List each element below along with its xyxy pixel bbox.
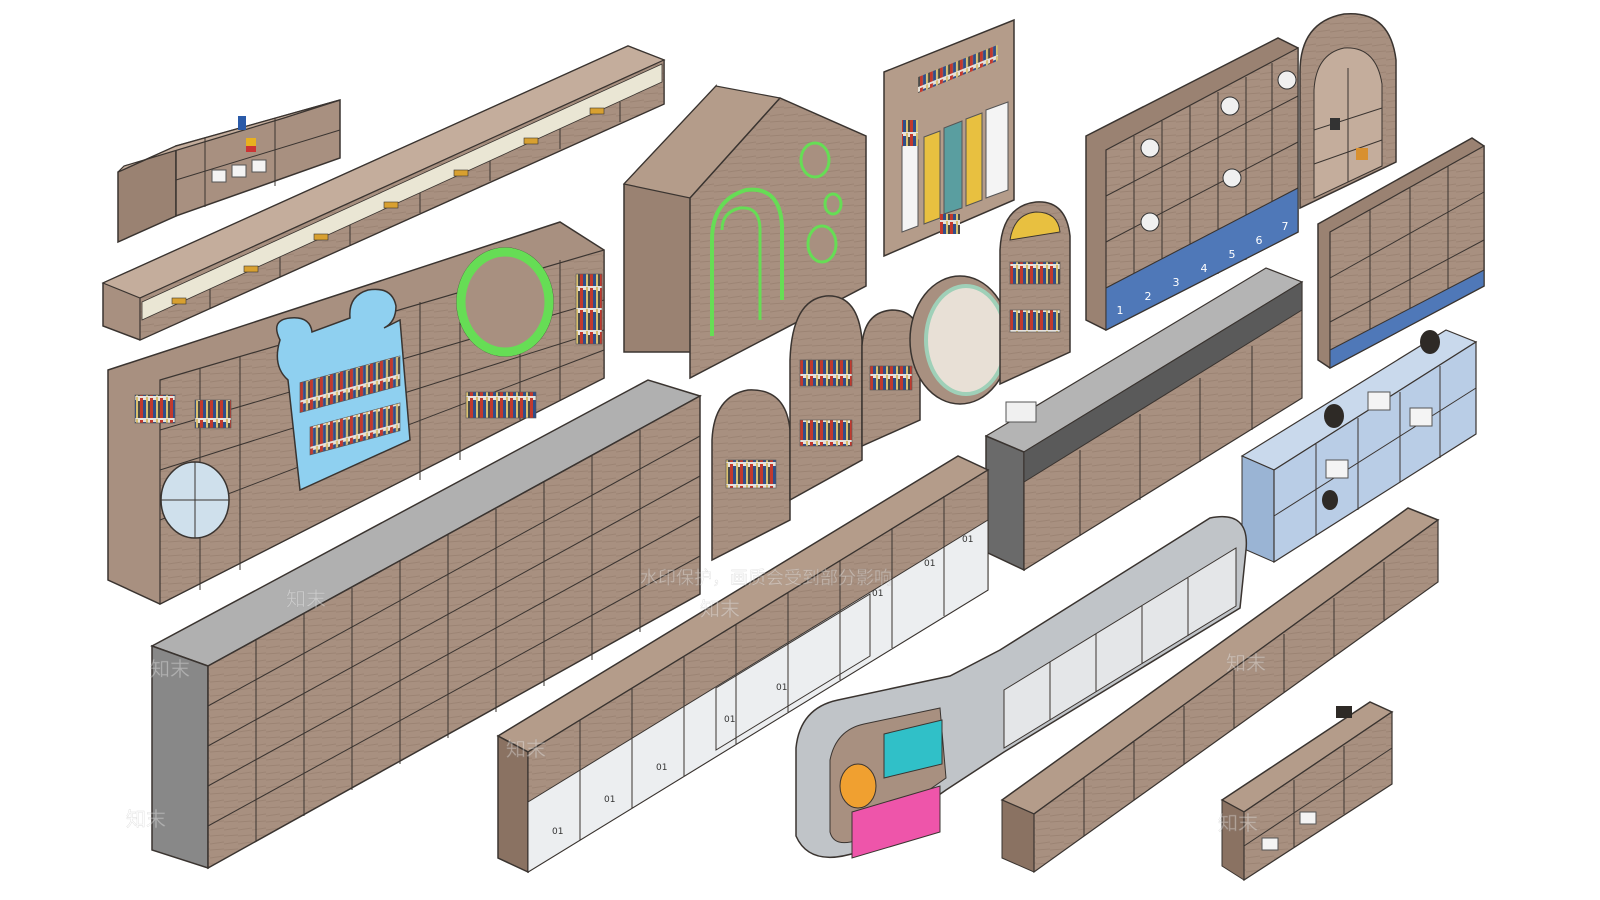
watermark-notice: 水印保护，画质会受到部分影响	[640, 568, 892, 589]
locker-code-4: 01	[724, 715, 735, 725]
locker-code-2: 01	[604, 795, 615, 805]
rounded-bench-shelf	[795, 516, 1248, 859]
long-drawer-cabinet	[101, 45, 666, 341]
cube-shelf-blue-base	[1317, 137, 1485, 369]
bear-circle-bookcase	[107, 221, 605, 605]
cube-number-3: 3	[1173, 276, 1180, 289]
cube-number-6: 6	[1256, 234, 1263, 247]
small-low-shelf	[117, 99, 341, 244]
small-open-shelf	[1220, 701, 1394, 882]
watermark: 水印保护，画质会受到部分影响 知末 知末 知末 知末 知末 知末 知末	[126, 568, 1266, 835]
locker-code-8: 01	[962, 535, 973, 545]
watermark-brand-7: 知末	[1218, 811, 1258, 835]
watermark-brand-2: 知末	[150, 657, 190, 681]
watermark-brand-4: 知末	[700, 597, 740, 621]
locker-code-5: 01	[776, 683, 787, 693]
light-blue-cube-storage	[1240, 329, 1478, 564]
cube-number-2: 2	[1145, 290, 1152, 303]
locker-code-6: 01	[872, 589, 883, 599]
watermark-brand-5: 知末	[1226, 651, 1266, 675]
white-door-locker-cabinet: 01 01 01 01 01 01 01 01	[496, 455, 990, 874]
cube-number-7: 7	[1282, 220, 1289, 233]
watermark-brand-3: 知末	[506, 737, 546, 761]
watermark-brand-1: 知末	[286, 587, 326, 611]
gray-top-cabinet	[984, 267, 1304, 572]
cube-number-labels: 1 2 3 4 5 6 7	[1117, 220, 1289, 317]
arched-bookcases-group	[711, 201, 1071, 562]
watermark-brand-6: 知末	[126, 807, 166, 831]
long-low-shelf	[1000, 507, 1440, 874]
locker-code-7: 01	[924, 559, 935, 569]
color-panel-wall-shelf	[883, 18, 1015, 258]
cube-number-5: 5	[1229, 248, 1236, 261]
cube-number-4: 4	[1201, 262, 1208, 275]
numbered-cubby-wall: 1 2 3 4 5 6 7	[1085, 37, 1299, 331]
locker-code-1: 01	[552, 827, 563, 837]
large-locker-cabinet	[150, 379, 702, 870]
locker-codes: 01 01 01 01 01 01 01 01	[552, 535, 973, 837]
cube-number-1: 1	[1117, 304, 1124, 317]
locker-code-3: 01	[656, 763, 667, 773]
arched-display-shelf	[1299, 12, 1397, 210]
